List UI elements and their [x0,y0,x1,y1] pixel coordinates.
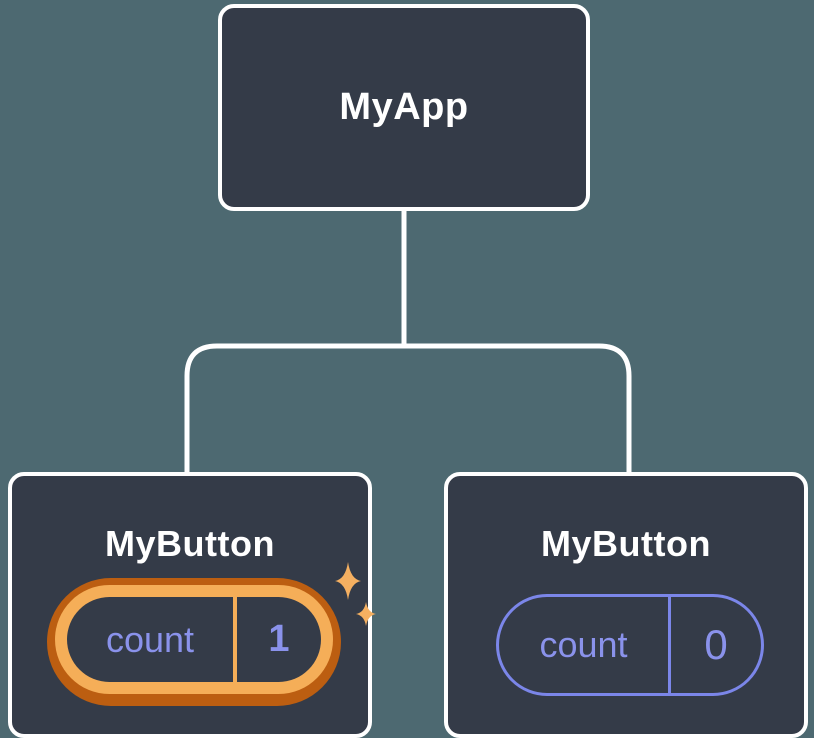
component-node-mybutton-left: MyButton count 1 [8,472,376,738]
state-key-label: count [539,624,628,665]
state-pill-highlighted: count 1 [47,578,341,706]
state-value: 0 [704,621,728,668]
state-pill-highlight-ring: count 1 [55,585,333,694]
component-label: MyButton [105,523,275,564]
sparkles-icon [335,562,376,626]
component-node-mybutton-right: MyButton count 0 [444,472,808,738]
state-divider [668,597,671,693]
component-node-myapp: MyApp [218,4,590,211]
component-label: MyApp [339,86,469,128]
state-key-label: count [105,618,195,660]
state-value: 1 [268,618,290,660]
component-label: MyButton [541,523,711,564]
state-pill: count 0 [496,594,764,696]
state-pill-body: count 1 [67,597,321,682]
state-divider [233,597,237,682]
